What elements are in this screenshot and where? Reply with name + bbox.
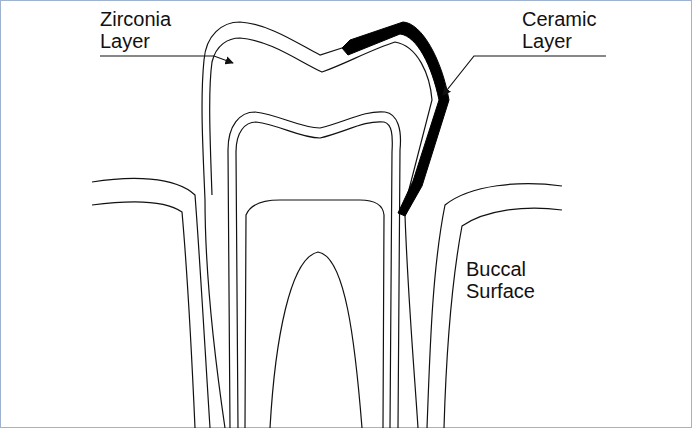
right-gum xyxy=(427,184,562,428)
part-label: Ceramic Layer xyxy=(522,8,618,52)
left-gum-inner xyxy=(92,202,195,428)
part-label: Buccal Surface xyxy=(466,258,562,302)
pulp-outer xyxy=(228,112,400,428)
ceramic-leader xyxy=(443,56,606,95)
tooth-outline xyxy=(202,22,447,428)
zirconia-boundary xyxy=(210,38,432,205)
right-gum-inner xyxy=(444,208,562,428)
pulp-floor xyxy=(245,200,384,428)
part-label: Zirconia Layer xyxy=(100,8,196,52)
root-furcation xyxy=(270,252,362,428)
pulp-inner xyxy=(236,122,392,428)
zirconia-leader xyxy=(100,56,233,63)
ceramic-layer xyxy=(342,22,449,216)
left-gum xyxy=(92,178,210,428)
